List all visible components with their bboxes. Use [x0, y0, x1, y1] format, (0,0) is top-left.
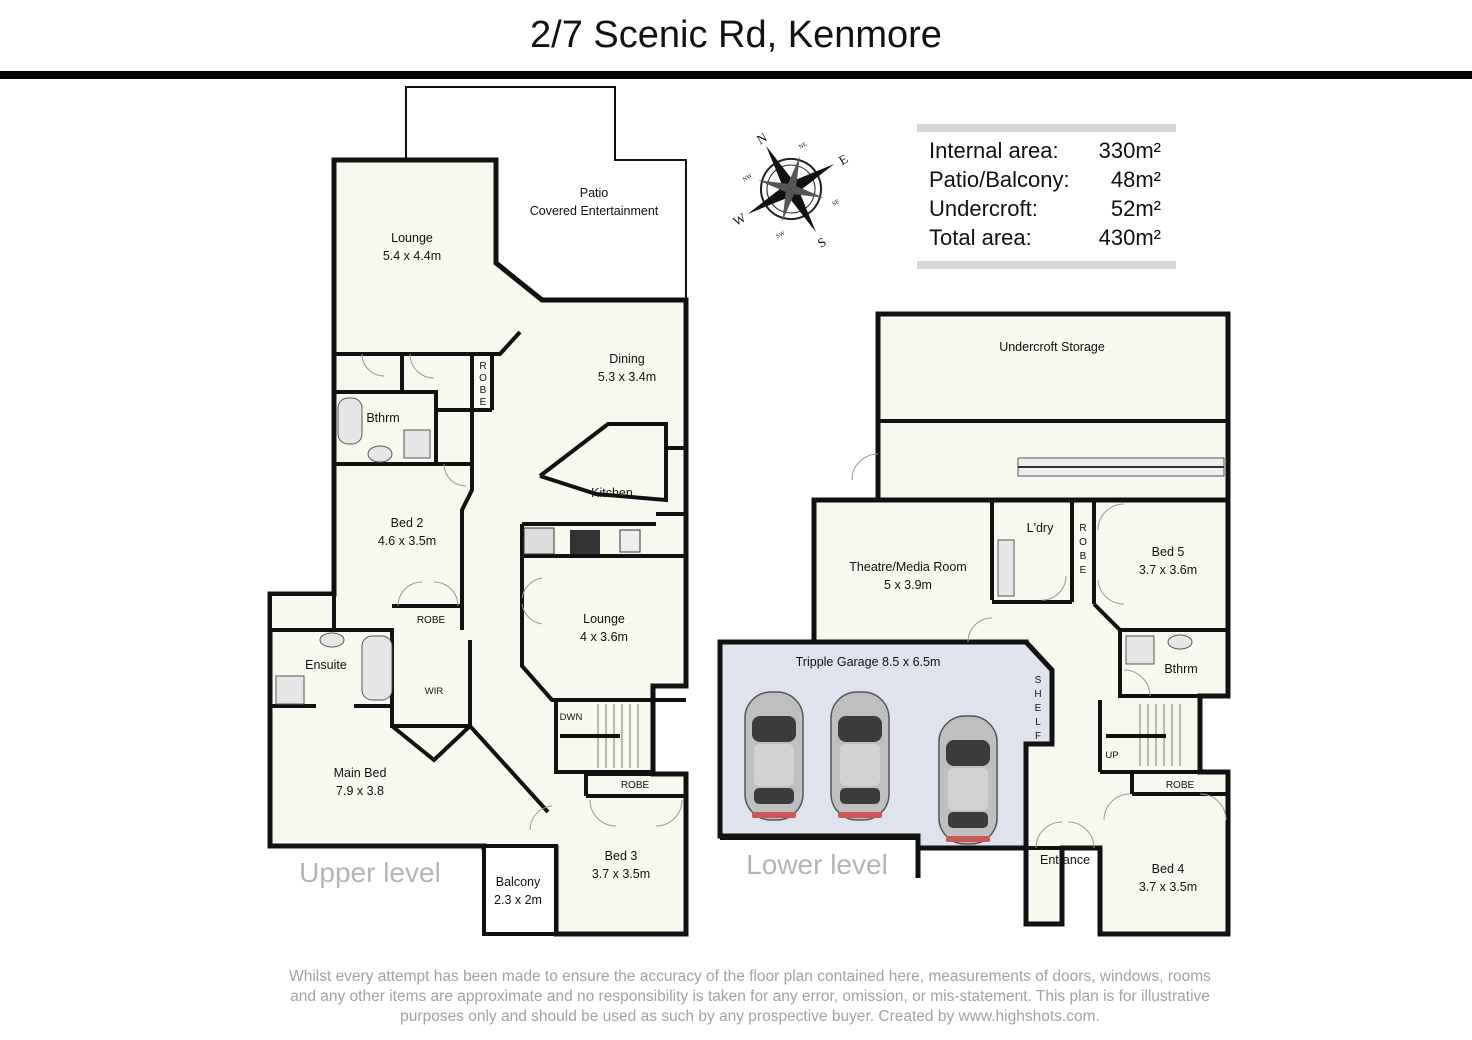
robe-letter: B	[1080, 551, 1087, 562]
room-bathroom-lower-label: Bthrm	[1164, 662, 1197, 676]
page-title: 2/7 Scenic Rd, Kenmore	[530, 14, 942, 56]
robe-letter: R	[479, 361, 486, 372]
robe-letter: B	[480, 385, 487, 396]
compass-rose: N E S W NE SE SW NW	[730, 129, 850, 251]
room-ensuite-label: Ensuite	[305, 658, 347, 672]
room-patio-label: Patio	[580, 186, 609, 200]
room-lounge1-dim: 5.4 x 4.4m	[383, 249, 441, 263]
lower-level-plan	[717, 311, 1231, 937]
area-value: 48m²	[1110, 167, 1161, 192]
compass-sw: SW	[775, 230, 786, 240]
room-bathroom-label: Bthrm	[366, 411, 399, 425]
room-bed2-label: Bed 2	[391, 516, 424, 530]
stairs-up-label: UP	[1105, 750, 1118, 761]
room-dining-label: Dining	[609, 352, 644, 366]
room-lounge1-label: Lounge	[391, 231, 433, 245]
area-summary-top-bar	[917, 124, 1176, 132]
area-label: Total area:	[929, 225, 1032, 250]
room-theatre-dim: 5 x 3.9m	[884, 578, 932, 592]
shelf-letter: L	[1035, 717, 1041, 728]
title-divider	[0, 71, 1472, 79]
room-garage-label: Tripple Garage 8.5 x 6.5m	[796, 655, 941, 669]
room-wir-label: WIR	[425, 686, 444, 697]
shelf-letter: H	[1034, 689, 1041, 700]
room-kitchen-label: Kitchen	[591, 486, 633, 500]
area-row-patio: Patio/Balcony: 48m²	[929, 167, 1161, 195]
room-storage-label: Undercroft Storage	[999, 340, 1105, 354]
disclaimer: Whilst every attempt has been made to en…	[240, 967, 1260, 1027]
compass-se: SE	[832, 199, 841, 208]
room-entrance-label: Entrance	[1040, 853, 1090, 867]
area-label: Internal area:	[929, 138, 1059, 163]
room-lounge2-label: Lounge	[583, 612, 625, 626]
compass-east: E	[836, 151, 850, 168]
compass-south: S	[815, 234, 829, 251]
area-value: 330m²	[1098, 138, 1161, 163]
robe-letter: O	[1079, 537, 1087, 548]
disclaimer-line: Whilst every attempt has been made to en…	[289, 968, 1211, 985]
compass-nw: NW	[742, 173, 754, 183]
robe-letter: E	[1080, 565, 1087, 576]
compass-west: W	[730, 210, 749, 229]
room-theatre-label: Theatre/Media Room	[849, 560, 966, 574]
area-row-internal: Internal area: 330m²	[929, 138, 1161, 166]
shelf-letter: F	[1035, 731, 1041, 742]
room-laundry-label: L'dry	[1027, 521, 1054, 535]
area-label: Undercroft:	[929, 196, 1038, 221]
lower-level-label: Lower level	[746, 849, 888, 880]
robe-bed3-label: ROBE	[621, 780, 650, 791]
area-value: 52m²	[1110, 196, 1161, 221]
shelf-letter: E	[1035, 703, 1042, 714]
room-bed5-dim: 3.7 x 3.6m	[1139, 563, 1197, 577]
robe-letter: R	[1079, 523, 1086, 534]
area-summary-bottom-bar	[917, 261, 1176, 269]
area-value: 430m²	[1098, 225, 1161, 250]
shelf-letter: S	[1035, 675, 1042, 686]
area-label: Patio/Balcony:	[929, 167, 1070, 192]
balcony-area	[482, 844, 558, 936]
room-bed4-label: Bed 4	[1152, 862, 1185, 876]
upper-level-plan	[267, 86, 689, 937]
room-bed4-dim: 3.7 x 3.5m	[1139, 880, 1197, 894]
room-bed3-dim: 3.7 x 3.5m	[592, 867, 650, 881]
room-main-bed-label: Main Bed	[334, 766, 387, 780]
robe-bed4-label: ROBE	[1166, 780, 1195, 791]
disclaimer-line: purposes only and should be used as such…	[400, 1008, 1100, 1025]
area-row-undercroft: Undercroft: 52m²	[929, 196, 1161, 224]
room-dining-dim: 5.3 x 3.4m	[598, 370, 656, 384]
robe-bed2-label: ROBE	[417, 615, 446, 626]
room-bed2-dim: 4.6 x 3.5m	[378, 534, 436, 548]
room-lounge2-dim: 4 x 3.6m	[580, 630, 628, 644]
room-patio-desc: Covered Entertainment	[530, 204, 659, 218]
room-bed3-label: Bed 3	[605, 849, 638, 863]
area-row-total: Total area: 430m²	[929, 225, 1161, 253]
room-balcony-dim: 2.3 x 2m	[494, 893, 542, 907]
robe-letter: O	[479, 373, 487, 384]
robe-letter: E	[480, 397, 487, 408]
stairs-down-label: DWN	[560, 712, 583, 723]
room-bed5-label: Bed 5	[1152, 545, 1185, 559]
disclaimer-line: and any other items are approximate and …	[290, 988, 1210, 1005]
upper-level-label: Upper level	[299, 857, 441, 888]
room-main-bed-dim: 7.9 x 3.8	[336, 784, 384, 798]
area-summary: Internal area: 330m² Patio/Balcony: 48m²…	[917, 124, 1176, 269]
compass-ne: NE	[798, 141, 808, 150]
room-balcony-label: Balcony	[496, 875, 541, 889]
compass-north: N	[754, 129, 770, 147]
